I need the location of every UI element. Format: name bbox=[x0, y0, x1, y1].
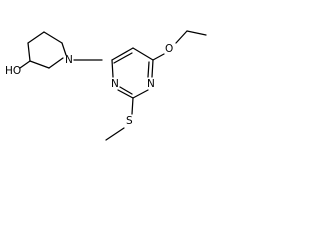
bond-s-ch3 bbox=[105, 127, 125, 141]
bond-n1-c2-pyr bbox=[132, 89, 149, 99]
bond-c6-n1-pyr-inner bbox=[147, 61, 150, 78]
pyrimidine-nitrogen-right-label: N bbox=[147, 78, 155, 90]
bond-c2-s bbox=[131, 97, 134, 115]
bond-c2-n3-pyr bbox=[117, 89, 134, 99]
atom-label-layer: HO N N N O S bbox=[5, 43, 173, 127]
hydroxyl-label: HO bbox=[5, 65, 21, 77]
bond-n-c2 bbox=[61, 42, 67, 56]
pyrimidine-nitrogen-left-label: N bbox=[111, 78, 119, 90]
sulfur-label: S bbox=[126, 115, 133, 127]
bond-c6-o bbox=[152, 53, 165, 61]
bond-c6-n1-pyr bbox=[151, 59, 154, 78]
bond-c5-c6 bbox=[29, 60, 50, 69]
molecule-structure: HO N N N O S bbox=[5, 30, 207, 141]
bond-c5-oh bbox=[19, 60, 31, 69]
bond-c4-c5 bbox=[27, 42, 31, 62]
bond-c5-c6-pyr bbox=[132, 47, 154, 61]
bond-c2-c3 bbox=[43, 31, 63, 44]
bond-ch2-ch3 bbox=[186, 30, 207, 36]
ethoxy-oxygen-label: O bbox=[165, 43, 173, 55]
bond-c4-c5-pyr bbox=[111, 47, 134, 61]
bond-n3-c4-pyr bbox=[111, 59, 114, 78]
bond-c4-c5-pyr-inner bbox=[113, 52, 133, 64]
bond-layer bbox=[19, 30, 207, 141]
bond-c3-c4 bbox=[27, 31, 45, 44]
bond-o-ch2 bbox=[175, 30, 188, 44]
bond-c2-n3-pyr-inner bbox=[119, 86, 133, 95]
bond-c6-n bbox=[48, 57, 64, 69]
piperidine-nitrogen-label: N bbox=[65, 54, 73, 66]
